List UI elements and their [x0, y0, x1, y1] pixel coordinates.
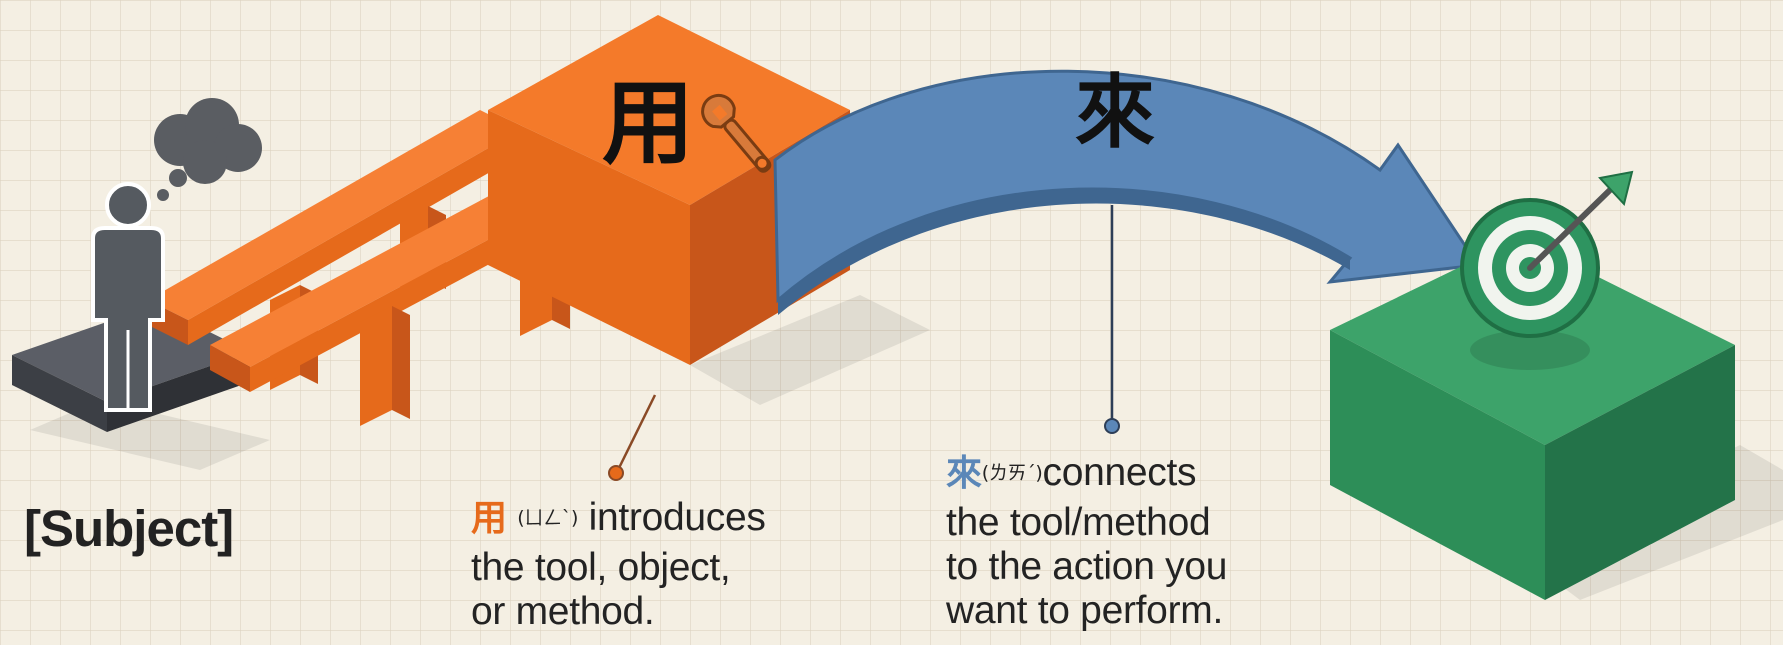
thought-bubble-icon	[154, 98, 262, 201]
pointer-lai	[1104, 205, 1120, 434]
person-icon	[91, 182, 165, 412]
pointer-yong	[608, 394, 657, 481]
caption-lai-zhuyin: (ㄌㄞˊ)	[981, 462, 1043, 484]
arrow-dart-icon	[1527, 170, 1634, 271]
caption-lai-line3: to the action you	[946, 545, 1228, 588]
caption-yong-zhuyin: (ㄩㄥˋ)	[517, 507, 579, 529]
caption-yong-line1: 用 (ㄩㄥˋ) introduces	[471, 496, 766, 546]
wrench-icon	[701, 93, 772, 173]
caption-yong-character: 用	[471, 498, 507, 539]
subject-label: [Subject]	[24, 500, 234, 557]
goal-block	[1330, 238, 1735, 600]
caption-lai: 來(ㄌㄞˊ)connects the tool/method to the ac…	[946, 451, 1227, 633]
tool-structure	[148, 15, 850, 426]
tool-block-character: 用	[602, 70, 694, 177]
caption-lai-line4: want to perform.	[946, 589, 1223, 632]
caption-yong-line2: the tool, object,	[471, 546, 731, 589]
caption-lai-character: 來	[946, 453, 982, 494]
arrow-character: 來	[1075, 66, 1155, 159]
caption-yong-line1-text: introduces	[588, 496, 766, 539]
caption-lai-line2: the tool/method	[946, 501, 1211, 544]
caption-yong-line3: or method.	[471, 590, 655, 633]
caption-yong: 用 (ㄩㄥˋ) introduces the tool, object, or …	[471, 496, 766, 634]
caption-lai-line1: 來(ㄌㄞˊ)connects	[946, 451, 1227, 501]
caption-lai-line1-text: connects	[1042, 451, 1197, 494]
